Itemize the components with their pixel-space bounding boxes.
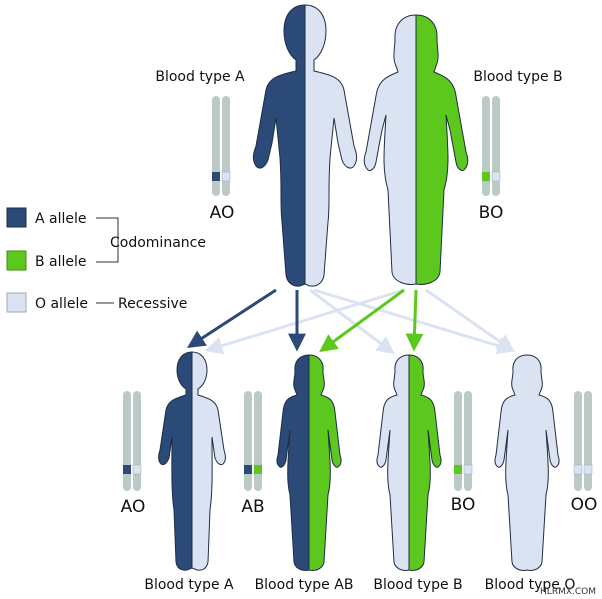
b-allele-swatch xyxy=(6,250,27,271)
child-oo-genotype: OO xyxy=(571,495,598,515)
mother-chromosomes xyxy=(482,96,501,196)
child-bo-figure xyxy=(376,354,442,571)
child-ao-genotype: AO xyxy=(121,497,146,517)
mother-figure xyxy=(363,14,469,285)
child-ab-figure xyxy=(276,354,342,571)
a-allele-band xyxy=(212,172,220,181)
watermark: HLRMX.COM xyxy=(540,587,596,597)
father-figure xyxy=(252,4,358,287)
legend-b-allele: B allele xyxy=(35,254,87,270)
mother-genotype: BO xyxy=(479,203,504,223)
child-ab-blood-type-label: Blood type AB xyxy=(255,577,354,593)
legend-o-allele: O allele xyxy=(35,296,88,312)
child-oo-figure xyxy=(494,354,560,571)
child-bo-genotype: BO xyxy=(451,495,476,515)
o-allele-swatch xyxy=(6,292,27,313)
codominance-bracket xyxy=(96,217,119,263)
child-ao-figure xyxy=(158,351,226,571)
father-blood-type-label: Blood type A xyxy=(155,69,245,85)
child-oo-blood-type-label: Blood type O xyxy=(485,577,576,593)
father-genotype: AO xyxy=(210,203,235,223)
child-ab-chromosomes xyxy=(244,391,262,491)
child-ao-chromosomes xyxy=(123,391,142,491)
b-allele-band xyxy=(482,172,490,181)
child-ao-blood-type-label: Blood type A xyxy=(144,577,234,593)
legend: A allele B allele Codominance O allele R… xyxy=(6,207,206,313)
child-oo-chromosomes xyxy=(573,391,593,491)
child-bo-blood-type-label: Blood type B xyxy=(373,577,462,593)
a-allele-swatch xyxy=(6,207,27,228)
mother-blood-type-label: Blood type B xyxy=(473,69,562,85)
o-allele-band xyxy=(491,171,501,182)
inheritance-arrows xyxy=(186,288,516,355)
legend-a-allele: A allele xyxy=(35,211,87,227)
child-bo-chromosomes xyxy=(454,391,473,491)
legend-codominance: Codominance xyxy=(110,235,206,251)
o-allele-band xyxy=(221,171,231,182)
father-chromosomes xyxy=(212,96,231,196)
child-ab-genotype: AB xyxy=(241,497,264,517)
legend-recessive: Recessive xyxy=(118,296,187,312)
